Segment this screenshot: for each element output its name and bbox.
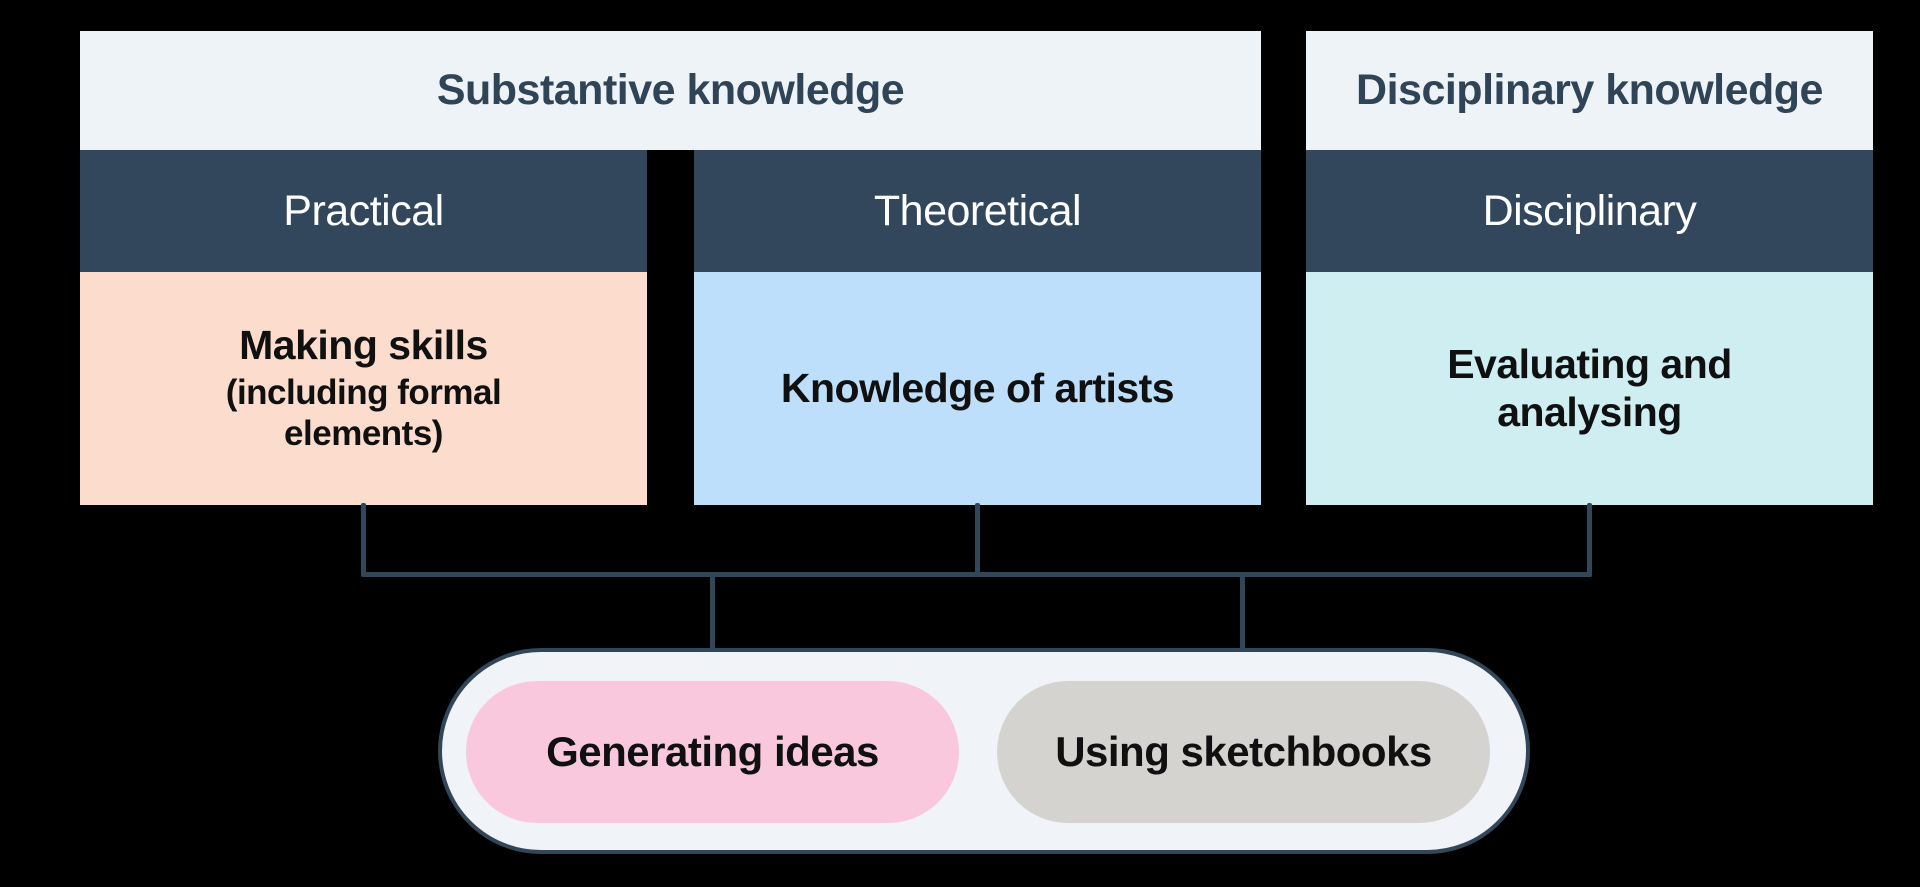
making-skills-note: (including formal elements) xyxy=(225,372,502,454)
content-box-making-skills-text: Making skills (including formal elements… xyxy=(149,322,579,454)
pill-using-sketchbooks: Using sketchbooks xyxy=(997,681,1490,823)
connector-stub-theoretical xyxy=(975,503,980,577)
content-box-evaluating-analysing: Evaluating and analysing xyxy=(1306,272,1873,505)
connector-stub-practical xyxy=(361,503,366,577)
connector-drop-using-sketchbooks xyxy=(1240,572,1245,652)
pill-using-sketchbooks-label: Using sketchbooks xyxy=(1055,728,1432,775)
pill-generating-ideas-label: Generating ideas xyxy=(546,728,879,775)
connector-stub-disciplinary xyxy=(1587,503,1592,577)
group-header-disciplinary-knowledge: Disciplinary knowledge xyxy=(1306,31,1873,150)
group-title-disciplinary: Disciplinary knowledge xyxy=(1356,66,1823,114)
group-title-substantive: Substantive knowledge xyxy=(436,66,905,114)
pill-generating-ideas: Generating ideas xyxy=(466,681,959,823)
making-skills-title: Making skills xyxy=(239,322,488,369)
column-header-practical-label: Practical xyxy=(283,186,444,235)
connector-horizontal-bus xyxy=(361,572,1592,577)
column-header-disciplinary: Disciplinary xyxy=(1306,150,1873,272)
column-header-practical: Practical xyxy=(80,150,647,272)
connector-drop-generating-ideas xyxy=(710,572,715,652)
content-box-knowledge-of-artists: Knowledge of artists xyxy=(694,272,1261,505)
column-header-theoretical: Theoretical xyxy=(694,150,1261,272)
group-header-substantive-knowledge: Substantive knowledge xyxy=(80,31,1261,150)
column-header-disciplinary-label: Disciplinary xyxy=(1482,186,1697,235)
knowledge-of-artists-title: Knowledge of artists xyxy=(780,364,1175,411)
evaluating-analysing-title: Evaluating and analysing xyxy=(1447,340,1732,435)
content-box-making-skills: Making skills (including formal elements… xyxy=(80,272,647,505)
column-header-theoretical-label: Theoretical xyxy=(873,186,1082,235)
